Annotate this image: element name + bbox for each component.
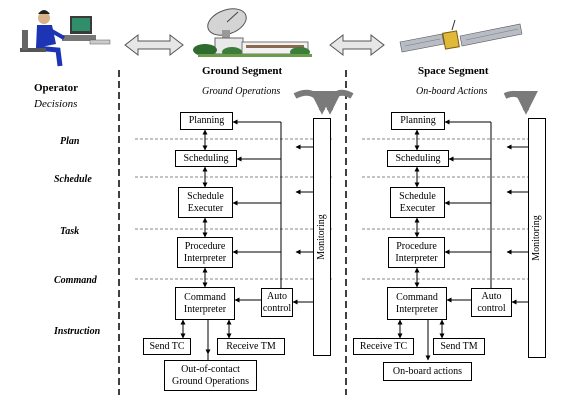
- level-command-label: Command: [54, 275, 97, 286]
- space-connectors: [397, 119, 528, 361]
- onboard-actions-box: On-board actions: [383, 362, 472, 381]
- level-instruction-label: Instruction: [54, 326, 101, 337]
- ground-monitoring-box: Monitoring: [313, 118, 331, 356]
- onboard-actions-subtitle: On-board Actions: [416, 86, 488, 97]
- ground-command-interpreter-box: Command Interpreter: [175, 287, 235, 320]
- operator-label: Operator: [34, 82, 78, 94]
- space-auto-control-box: Auto control: [471, 288, 512, 317]
- space-planning-box: Planning: [391, 112, 445, 130]
- ground-procedure-interpreter-box: Procedure Interpreter: [177, 237, 233, 268]
- space-monitoring-box: Monitoring: [528, 118, 546, 358]
- ground-send-tc-box: Send TC: [143, 338, 191, 355]
- ground-monitoring-label: Monitoring: [316, 214, 327, 260]
- operator-illustration: [20, 10, 111, 67]
- level-separators: [135, 138, 542, 280]
- ground-planning-box: Planning: [180, 112, 233, 130]
- ground-auto-control-box: Auto control: [261, 288, 293, 317]
- ground-scheduling-box: Scheduling: [175, 150, 237, 167]
- space-scheduling-box: Scheduling: [387, 150, 449, 167]
- space-schedule-executer-box: Schedule Executer: [390, 187, 445, 218]
- curved-arrows: [293, 89, 538, 115]
- ground-out-of-contact-box: Out-of-contact Ground Operations: [164, 360, 257, 391]
- space-procedure-interpreter-box: Procedure Interpreter: [388, 237, 445, 268]
- ground-segment-title: Ground Segment: [202, 65, 283, 77]
- space-send-tm-box: Send TM: [433, 338, 485, 355]
- operator-ground-double-arrow: [124, 33, 184, 57]
- satellite-illustration: [399, 19, 523, 53]
- ground-connectors: [180, 119, 313, 360]
- ground-schedule-executer-box: Schedule Executer: [178, 187, 233, 218]
- decisions-label: Decisions: [34, 98, 78, 110]
- space-receive-tc-box: Receive TC: [353, 338, 414, 355]
- level-task-label: Task: [60, 226, 80, 237]
- ground-operations-subtitle: Ground Operations: [202, 86, 281, 97]
- ground-station-illustration: [193, 8, 312, 57]
- space-command-interpreter-box: Command Interpreter: [387, 287, 447, 320]
- ground-receive-tm-box: Receive TM: [217, 338, 285, 355]
- level-plan-label: Plan: [60, 136, 80, 147]
- space-segment-title: Space Segment: [418, 65, 489, 77]
- space-monitoring-label: Monitoring: [531, 215, 542, 261]
- ground-space-double-arrow: [329, 33, 385, 57]
- level-schedule-label: Schedule: [54, 174, 92, 185]
